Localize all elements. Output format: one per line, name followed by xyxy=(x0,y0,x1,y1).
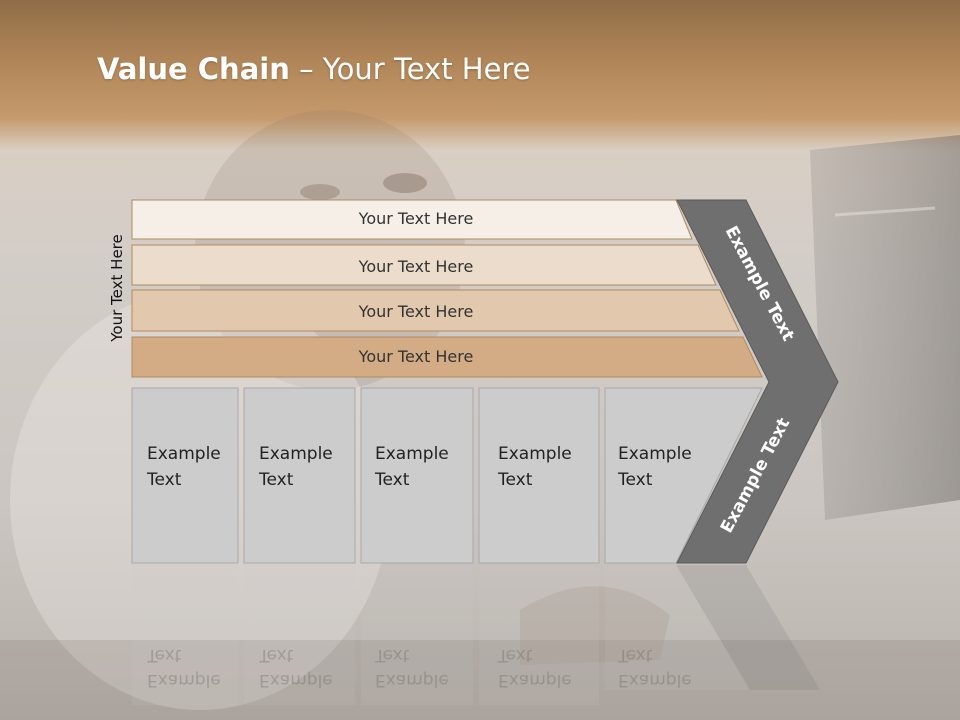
cell-1-line2: Text xyxy=(146,470,182,490)
title-rest: – Your Text Here xyxy=(289,52,531,86)
cell-5-line1: Example xyxy=(618,444,692,464)
reflection xyxy=(132,565,820,705)
title-bold: Value Chain xyxy=(97,52,290,86)
cell-2-line2: Text xyxy=(258,470,294,490)
cell-1-line1: Example xyxy=(147,444,221,464)
cell-5 xyxy=(604,387,763,564)
cell-2-line1: Example xyxy=(259,444,333,464)
band-4-shape xyxy=(131,336,763,378)
cell-3 xyxy=(360,387,474,564)
reflection-label-1b: Text xyxy=(146,645,182,665)
band-1-label: Your Text Here xyxy=(358,209,474,228)
cell-3-line2: Text xyxy=(374,470,410,490)
band-3-shape xyxy=(131,289,740,332)
reflection-label-5b: Text xyxy=(617,645,653,665)
band-1-shape xyxy=(131,199,693,240)
reflection-cell-2 xyxy=(244,565,355,705)
band-2-shape xyxy=(131,244,717,286)
reflection-cell-5 xyxy=(605,565,750,690)
reflection-cell-3 xyxy=(361,565,473,705)
cell-3-line1: Example xyxy=(375,444,449,464)
cell-1 xyxy=(131,387,239,564)
band-2-label: Your Text Here xyxy=(358,257,474,276)
reflection-text: Example Text Example Text Example Text E… xyxy=(146,645,692,690)
band-4-label: Your Text Here xyxy=(358,347,474,366)
cell-2 xyxy=(243,387,356,564)
reflection-cell-1 xyxy=(132,565,238,705)
cell-4 xyxy=(478,387,600,564)
chevron-arrow xyxy=(676,199,839,564)
reflection-chevron xyxy=(676,565,820,690)
cell-4-line2: Text xyxy=(497,470,533,490)
page-title: Value Chain – Your Text Here xyxy=(97,52,531,86)
band-3-label: Your Text Here xyxy=(358,302,474,321)
reflection-label-2a: Example xyxy=(259,670,333,690)
reflection-label-4b: Text xyxy=(497,645,533,665)
reflection-label-3b: Text xyxy=(374,645,410,665)
reflection-label-1a: Example xyxy=(147,670,221,690)
reflection-label-2b: Text xyxy=(258,645,294,665)
reflection-label-5a: Example xyxy=(618,670,692,690)
cell-5-line2: Text xyxy=(617,470,653,490)
reflection-cell-4 xyxy=(479,565,599,705)
reflection-label-3a: Example xyxy=(375,670,449,690)
reflection-label-4a: Example xyxy=(498,670,572,690)
cell-4-line1: Example xyxy=(498,444,572,464)
